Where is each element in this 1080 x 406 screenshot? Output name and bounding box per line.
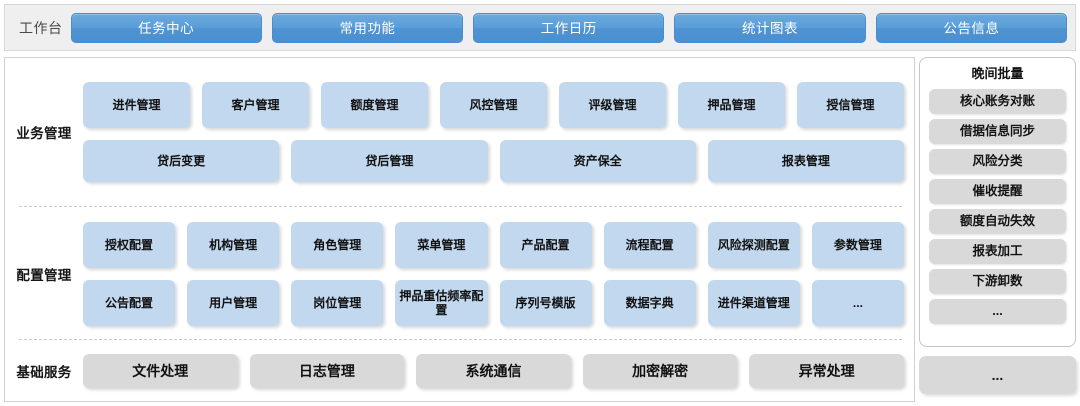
band-label-basic-services: 基础服务	[16, 365, 72, 380]
band-basic-services: 基础服务 文件处理 日志管理 系统通信 加密解密 异常处理	[5, 341, 914, 401]
batch-item-more[interactable]: ...	[929, 299, 1066, 324]
band-label-business-management: 业务管理	[16, 126, 72, 141]
tile-user-management[interactable]: 用户管理	[187, 279, 280, 326]
tile-collateral-revaluation-frequency-config[interactable]: 押品重估频率配置	[395, 279, 488, 326]
tile-file-processing[interactable]: 文件处理	[83, 354, 238, 388]
configuration-management-rows: 授权配置 机构管理 角色管理 菜单管理 产品配置 流程配置 风险探测配置 参数管…	[83, 221, 914, 326]
tab-common-functions[interactable]: 常用功能	[271, 12, 464, 43]
tile-credit-granting-management[interactable]: 授信管理	[797, 82, 904, 128]
tab-task-center[interactable]: 任务中心	[70, 12, 262, 43]
batch-item-credit-limit-auto-expiry[interactable]: 额度自动失效	[929, 209, 1066, 234]
batch-item-risk-classification[interactable]: 风险分类	[929, 149, 1066, 174]
tab-announcements[interactable]: 公告信息	[875, 12, 1067, 43]
nightly-batch-title: 晚间批量	[971, 66, 1024, 81]
tile-encryption-decryption[interactable]: 加密解密	[582, 354, 738, 388]
page-title: 工作台	[19, 19, 63, 36]
batch-item-downstream-data-unload[interactable]: 下游卸数	[929, 269, 1066, 294]
band-label-configuration-management: 配置管理	[16, 267, 72, 283]
band-divider-2	[19, 339, 902, 340]
batch-item-collection-reminder[interactable]: 催收提醒	[929, 179, 1066, 204]
band-configuration-management: 配置管理 授权配置 机构管理 角色管理 菜单管理 产品配置 流程配置 风险探测配…	[5, 207, 914, 340]
tile-role-management[interactable]: 角色管理	[291, 221, 384, 268]
tab-work-calendar[interactable]: 工作日历	[473, 12, 665, 43]
batch-item-loan-receipt-info-sync[interactable]: 借据信息同步	[929, 119, 1066, 144]
tab-statistics-charts[interactable]: 统计图表	[674, 12, 866, 43]
tile-announcement-config[interactable]: 公告配置	[83, 279, 176, 326]
nightly-batch-card: 晚间批量 核心账务对账 借据信息同步 风险分类 催收提醒 额度自动失效 报表加工…	[919, 57, 1076, 347]
business-row-1: 进件管理 客户管理 额度管理 风控管理 评级管理 押品管理 授信管理	[83, 82, 904, 128]
tile-exception-handling[interactable]: 异常处理	[749, 354, 904, 388]
tile-data-dictionary[interactable]: 数据字典	[603, 279, 696, 326]
tile-parameter-management[interactable]: 参数管理	[811, 221, 904, 268]
tile-rating-management[interactable]: 评级管理	[559, 82, 666, 128]
tile-application-channel-management[interactable]: 进件渠道管理	[707, 279, 800, 326]
tile-menu-management[interactable]: 菜单管理	[395, 221, 488, 268]
top-navigation-bar: 工作台 任务中心 常用功能 工作日历 统计图表 公告信息	[4, 4, 1076, 51]
band-business-management: 业务管理 进件管理 客户管理 额度管理 风控管理 评级管理 押品管理 授信管理 …	[5, 58, 914, 206]
tile-risk-detection-config[interactable]: 风险探测配置	[707, 221, 800, 268]
business-management-rows: 进件管理 客户管理 额度管理 风控管理 评级管理 押品管理 授信管理 贷后变更 …	[83, 82, 914, 182]
tile-application-management[interactable]: 进件管理	[83, 82, 190, 128]
tile-configuration-more[interactable]: ...	[811, 279, 904, 326]
tile-post-loan-management[interactable]: 贷后管理	[291, 140, 488, 182]
right-side-column: 晚间批量 核心账务对账 借据信息同步 风险分类 催收提醒 额度自动失效 报表加工…	[919, 57, 1076, 402]
configuration-row-2: 公告配置 用户管理 岗位管理 押品重估频率配置 序列号模版 数据字典 进件渠道管…	[83, 279, 904, 326]
tile-credit-limit-management[interactable]: 额度管理	[321, 82, 428, 128]
tile-log-management[interactable]: 日志管理	[249, 354, 405, 388]
business-row-2: 贷后变更 贷后管理 资产保全 报表管理	[83, 140, 904, 182]
module-matrix-panel: 业务管理 进件管理 客户管理 额度管理 风控管理 评级管理 押品管理 授信管理 …	[4, 57, 915, 402]
batch-item-core-accounting-reconciliation[interactable]: 核心账务对账	[929, 89, 1066, 114]
configuration-row-1: 授权配置 机构管理 角色管理 菜单管理 产品配置 流程配置 风险探测配置 参数管…	[83, 221, 904, 268]
basic-services-rows: 文件处理 日志管理 系统通信 加密解密 异常处理	[83, 354, 914, 388]
tile-post-loan-change[interactable]: 贷后变更	[83, 140, 280, 182]
basic-services-row-1: 文件处理 日志管理 系统通信 加密解密 异常处理	[83, 354, 904, 388]
tile-asset-preservation[interactable]: 资产保全	[499, 140, 696, 182]
batch-item-report-processing[interactable]: 报表加工	[929, 239, 1066, 264]
right-panel-more-button[interactable]: ...	[919, 356, 1076, 394]
tile-product-config[interactable]: 产品配置	[499, 221, 592, 268]
band-divider-1	[19, 206, 902, 207]
tile-report-management[interactable]: 报表管理	[707, 140, 904, 182]
tile-authorization-config[interactable]: 授权配置	[83, 221, 176, 268]
tile-process-config[interactable]: 流程配置	[603, 221, 696, 268]
tile-system-communication[interactable]: 系统通信	[416, 354, 571, 388]
tile-organization-management[interactable]: 机构管理	[187, 221, 280, 268]
tile-position-management[interactable]: 岗位管理	[291, 279, 384, 326]
tile-customer-management[interactable]: 客户管理	[202, 82, 309, 128]
tile-risk-control-management[interactable]: 风控管理	[440, 82, 547, 128]
top-tab-list: 任务中心 常用功能 工作日历 统计图表 公告信息	[70, 12, 1068, 43]
tile-collateral-management[interactable]: 押品管理	[678, 82, 785, 128]
tile-serial-number-template[interactable]: 序列号模版	[499, 279, 592, 326]
